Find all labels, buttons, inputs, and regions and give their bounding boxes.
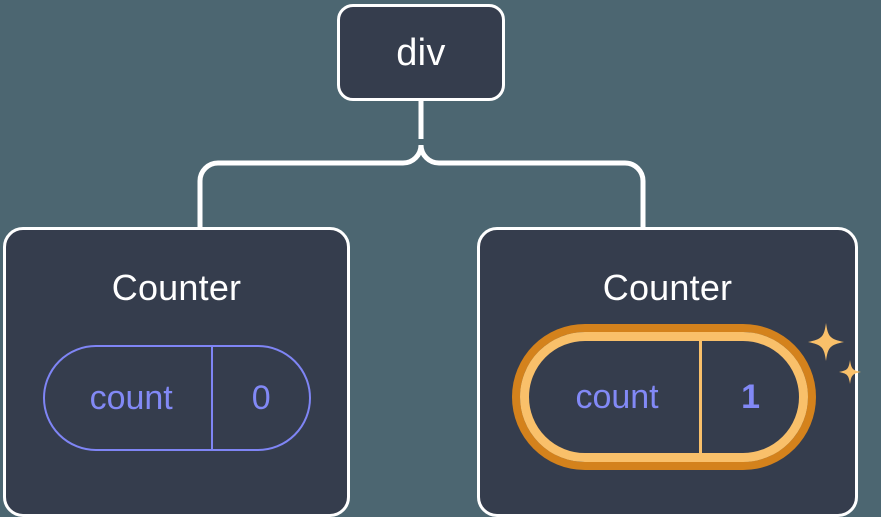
tree-connectors xyxy=(197,101,646,227)
sparkle-icon xyxy=(808,323,861,384)
component-title: Counter xyxy=(602,267,733,308)
state-pill-highlighted[interactable]: count 1 xyxy=(520,332,808,462)
state-pill[interactable]: count 0 xyxy=(43,345,311,451)
sparkle-small-icon xyxy=(839,360,861,384)
state-value: 0 xyxy=(211,347,309,449)
component-card-counter-right[interactable]: Counter count 1 xyxy=(477,227,861,517)
connector-branch-right xyxy=(418,144,646,227)
state-key: count xyxy=(89,379,173,417)
component-card-counter-left[interactable]: Counter count 0 xyxy=(3,227,350,517)
component-title: Counter xyxy=(111,267,242,308)
sparkle-large-icon xyxy=(808,323,844,361)
root-node-div[interactable]: div xyxy=(337,4,505,101)
root-node-label: div xyxy=(396,31,446,74)
diagram-canvas: div Counter count 0 Counter count 1 xyxy=(3,4,861,517)
state-key: count xyxy=(575,378,659,416)
connector-branch-left xyxy=(197,144,424,227)
state-value: 1 xyxy=(699,341,799,453)
